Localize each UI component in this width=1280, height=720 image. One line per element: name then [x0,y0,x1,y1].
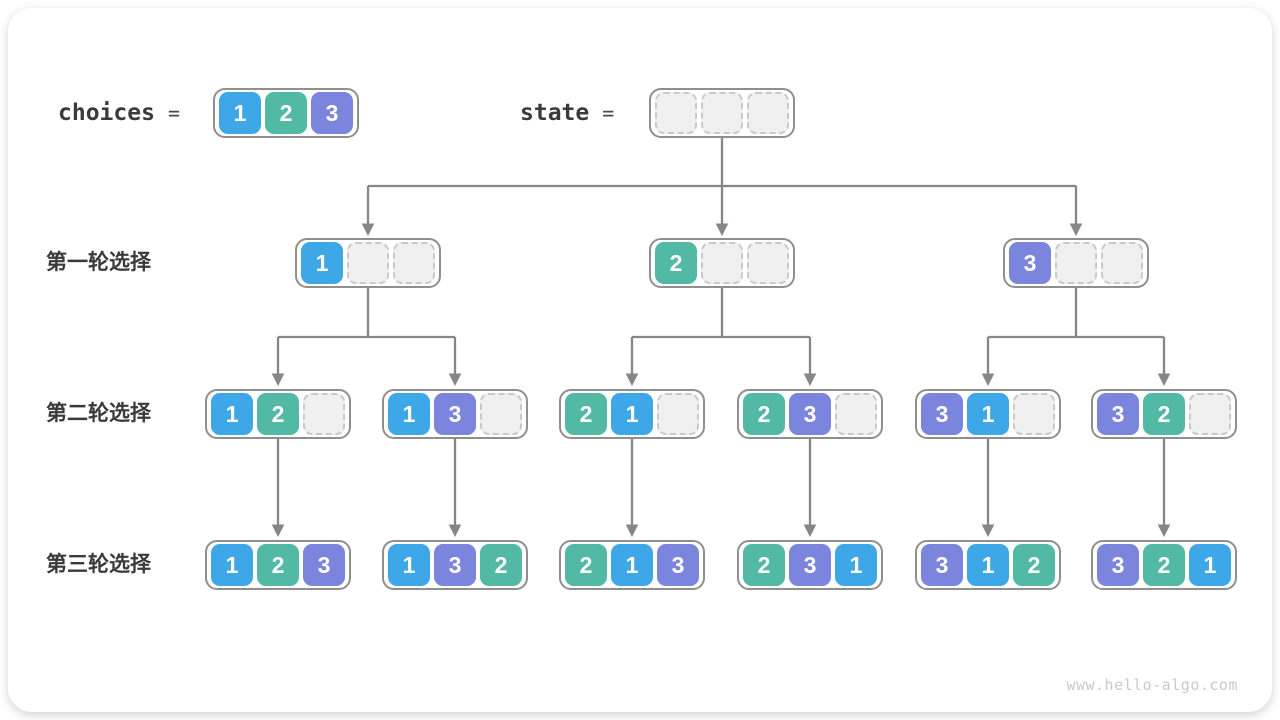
round-3-label: 第三轮选择 [46,553,151,576]
value-cell-3: 3 [1097,393,1139,435]
value-cell-3: 3 [1009,242,1051,284]
value-cell-2: 2 [265,92,307,134]
empty-slot [480,393,522,435]
value-cell-3: 3 [311,92,353,134]
value-cell-1: 1 [388,393,430,435]
empty-slot [747,242,789,284]
empty-slot [347,242,389,284]
value-cell-2: 2 [743,544,785,586]
value-cell-3: 3 [789,393,831,435]
equals-sign: = [167,101,180,125]
value-cell-1: 1 [211,544,253,586]
empty-slot [701,92,743,134]
state-label: state [520,100,590,126]
value-cell-1: 1 [1189,544,1231,586]
value-cell-1: 1 [967,393,1009,435]
round1-node-1: 1 [295,238,441,288]
state-equation-label: state = [520,88,614,138]
value-cell-3: 3 [789,544,831,586]
round-1-label: 第一轮选择 [46,251,151,274]
value-cell-3: 3 [303,544,345,586]
empty-slot [701,242,743,284]
value-cell-2: 2 [1143,544,1185,586]
watermark: www.hello-algo.com [1066,676,1238,694]
value-cell-1: 1 [211,393,253,435]
value-cell-2: 2 [655,242,697,284]
value-cell-1: 1 [388,544,430,586]
round1-node-3: 3 [1003,238,1149,288]
value-cell-3: 3 [434,393,476,435]
value-cell-1: 1 [219,92,261,134]
value-cell-1: 1 [301,242,343,284]
value-cell-2: 2 [1013,544,1055,586]
value-cell-3: 3 [657,544,699,586]
empty-slot [393,242,435,284]
value-cell-3: 3 [921,544,963,586]
empty-slot [747,92,789,134]
value-cell-2: 2 [565,393,607,435]
empty-slot [1013,393,1055,435]
empty-slot [655,92,697,134]
empty-slot [835,393,877,435]
value-cell-3: 3 [921,393,963,435]
value-cell-2: 2 [480,544,522,586]
value-cell-2: 2 [743,393,785,435]
round-2-label: 第二轮选择 [46,402,151,425]
value-cell-1: 1 [967,544,1009,586]
value-cell-2: 2 [1143,393,1185,435]
value-cell-1: 1 [835,544,877,586]
empty-slot [1055,242,1097,284]
empty-slot [303,393,345,435]
choices-equation-label: choices = [58,88,180,138]
value-cell-2: 2 [565,544,607,586]
value-cell-3: 3 [1097,544,1139,586]
value-cell-2: 2 [257,393,299,435]
equals-sign: = [602,101,615,125]
empty-slot [657,393,699,435]
empty-slot [1189,393,1231,435]
value-cell-3: 3 [434,544,476,586]
value-cell-1: 1 [611,544,653,586]
state-array [649,88,795,138]
value-cell-2: 2 [257,544,299,586]
round1-node-2: 2 [649,238,795,288]
value-cell-1: 1 [611,393,653,435]
choices-label: choices [58,100,155,126]
empty-slot [1101,242,1143,284]
